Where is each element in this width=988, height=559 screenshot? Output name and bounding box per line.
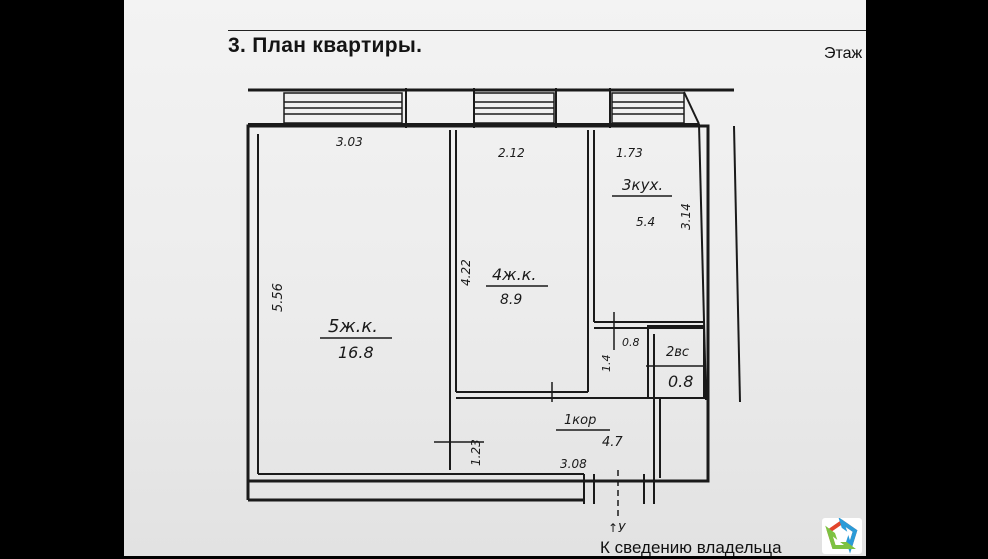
bath-width-label: 0.8 bbox=[622, 336, 640, 349]
room4-length-label: 4.22 bbox=[459, 259, 473, 286]
room5-name: 5ж.к. bbox=[328, 316, 378, 337]
room5-area: 16.8 bbox=[338, 343, 374, 362]
corridor-area: 4.7 bbox=[602, 435, 623, 450]
page-title: 3. План квартиры. bbox=[228, 34, 423, 57]
corridor-length-label: 1.23 bbox=[469, 439, 483, 466]
bath-name: 2вс bbox=[666, 345, 689, 360]
bath-length-label: 1.4 bbox=[600, 355, 613, 373]
kitchen-length-label: 3.14 bbox=[679, 203, 693, 230]
pentagon-logo-icon bbox=[825, 517, 858, 554]
room4-area: 8.9 bbox=[500, 292, 522, 308]
kitchen-width-label: 1.73 bbox=[616, 146, 643, 160]
room5-length-label: 5.56 bbox=[271, 283, 286, 312]
corridor-name: 1кор bbox=[564, 413, 596, 428]
room4-width-label: 2.12 bbox=[498, 146, 525, 160]
bath-area: 0.8 bbox=[668, 372, 693, 391]
top-rule bbox=[228, 30, 866, 31]
entrance-mark: ↑У bbox=[608, 521, 626, 535]
watermark-logo bbox=[822, 517, 862, 554]
kitchen-area: 5.4 bbox=[636, 215, 655, 229]
corridor-width-label: 3.08 bbox=[560, 457, 587, 471]
floor-plan: 3.03 2.12 1.73 5.56 4.22 3.14 1.23 1.4 0… bbox=[246, 88, 741, 535]
kitchen-name: 3кух. bbox=[622, 176, 663, 194]
footer-note: К сведению владельца bbox=[600, 538, 782, 556]
floor-label: Этаж bbox=[824, 45, 863, 62]
room5-width-label: 3.03 bbox=[336, 135, 363, 149]
document-page: 3. План квартиры. Этаж bbox=[124, 0, 866, 556]
room4-name: 4ж.к. bbox=[492, 265, 536, 284]
